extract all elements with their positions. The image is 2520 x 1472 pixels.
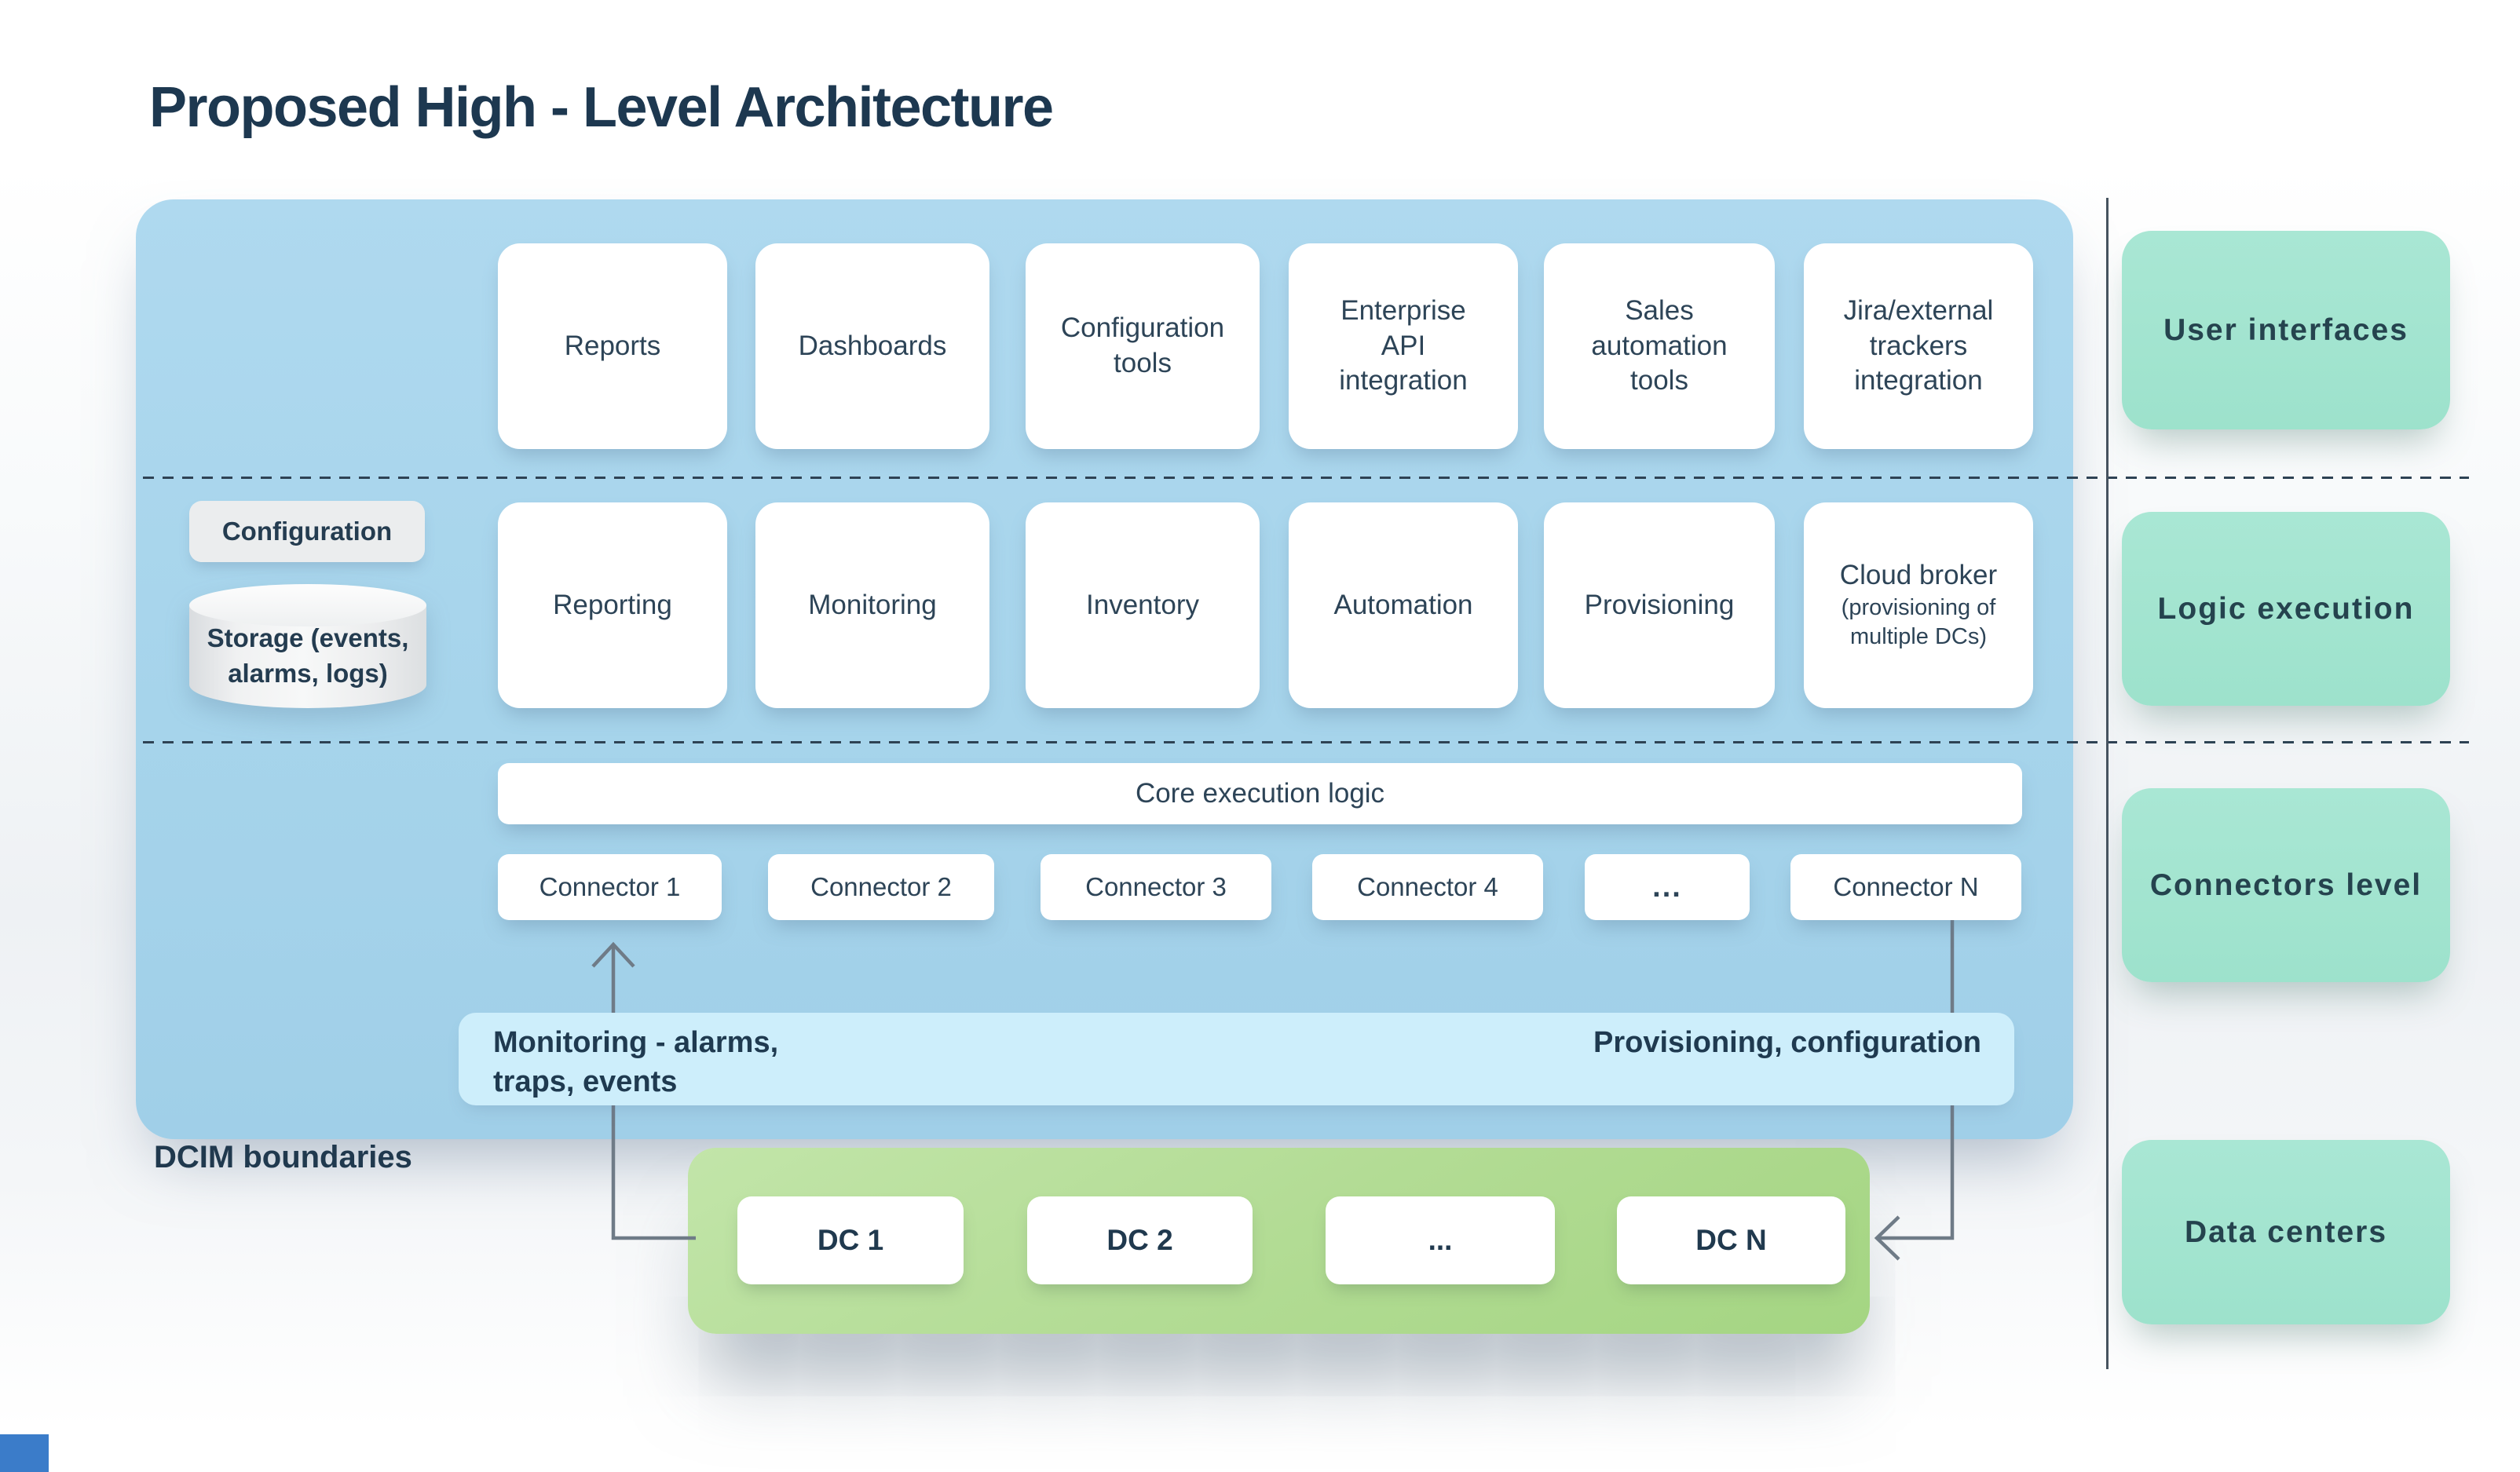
legend-label: User interfaces	[2163, 312, 2408, 347]
logic-box-label: Monitoring	[808, 589, 937, 620]
ui-box-configuration-tools: Configuration tools	[1026, 243, 1260, 449]
cloud-broker-note: (provisioning of multiple DCs)	[1841, 595, 1996, 650]
legend-data-centers: Data centers	[2122, 1140, 2450, 1324]
dc-label: DC 1	[817, 1224, 884, 1256]
connector-3-box: Connector 3	[1041, 854, 1271, 920]
legend-user-interfaces: User interfaces	[2122, 231, 2450, 429]
connector-label: Connector 1	[539, 871, 681, 901]
logic-box-monitoring: Monitoring	[755, 502, 989, 708]
storage-cylinder: Storage (events, alarms, logs)	[189, 584, 426, 708]
logic-box-automation: Automation	[1289, 502, 1518, 708]
monitoring-flow-label: Monitoring - alarms, traps, events	[493, 1026, 779, 1099]
connector-1-box: Connector 1	[498, 854, 722, 920]
dc-1-box: DC 1	[737, 1196, 964, 1284]
legend-label: Connectors level	[2149, 867, 2423, 902]
connector-ellipsis-box: ...	[1585, 854, 1750, 920]
connector-label: Connector 2	[810, 871, 952, 901]
dc-ellipsis-box: ...	[1326, 1196, 1555, 1284]
logic-box-label: Automation	[1333, 589, 1473, 620]
dc-label: DC 2	[1106, 1224, 1173, 1256]
configuration-chip: Configuration	[189, 501, 425, 562]
legend-logic-execution: Logic execution	[2122, 512, 2450, 706]
corner-accent-square	[0, 1434, 49, 1472]
ui-box-jira-trackers: Jira/external trackers integration	[1804, 243, 2033, 449]
storage-cylinder-top	[189, 584, 426, 626]
flow-annotation-bar: Monitoring - alarms, traps, events Provi…	[459, 1013, 2014, 1105]
logic-box-cloud-broker: Cloud broker (provisioning of multiple D…	[1804, 502, 2033, 708]
logic-box-label: Reporting	[553, 589, 672, 620]
ui-box-enterprise-api: Enterprise API integration	[1289, 243, 1518, 449]
connector-4-box: Connector 4	[1312, 854, 1543, 920]
layer-separator-2	[143, 741, 2469, 743]
legend-label: Logic execution	[2157, 591, 2415, 626]
dcim-boundaries-label: DCIM boundaries	[154, 1140, 412, 1174]
legend-connectors-level: Connectors level	[2122, 788, 2450, 982]
configuration-chip-label: Configuration	[221, 517, 393, 546]
legend-divider-line	[2106, 198, 2109, 1369]
logic-box-reporting: Reporting	[498, 502, 727, 708]
legend-label: Data centers	[2184, 1214, 2388, 1249]
storage-label: Storage (events, alarms, logs)	[207, 623, 409, 688]
logic-box-provisioning: Provisioning	[1544, 502, 1775, 708]
ui-box-reports: Reports	[498, 243, 727, 449]
dc-label: ...	[1428, 1224, 1453, 1256]
logic-box-label: Provisioning	[1584, 589, 1735, 620]
connector-label: Connector 4	[1357, 871, 1498, 901]
page-title: Proposed High - Level Architecture	[149, 76, 1054, 139]
ui-box-dashboards: Dashboards	[755, 243, 989, 449]
dc-n-box: DC N	[1617, 1196, 1845, 1284]
dc-2-box: DC 2	[1027, 1196, 1253, 1284]
ui-box-label: Dashboards	[798, 330, 947, 361]
connector-2-box: Connector 2	[768, 854, 994, 920]
ui-box-label: Enterprise API integration	[1339, 294, 1468, 396]
provisioning-arrowhead-icon	[1874, 1215, 1900, 1261]
layer-separator-1	[143, 477, 2469, 479]
core-bar-label: Core execution logic	[1135, 777, 1385, 809]
cloud-broker-title: Cloud broker	[1839, 560, 1998, 591]
dc-label: DC N	[1695, 1224, 1767, 1256]
logic-box-inventory: Inventory	[1026, 502, 1260, 708]
core-execution-logic-bar: Core execution logic	[498, 763, 2022, 824]
ui-box-label: Jira/external trackers integration	[1843, 294, 1994, 396]
logic-box-label: Inventory	[1086, 589, 1199, 620]
provisioning-flow-label: Provisioning, configuration	[1593, 1026, 1981, 1059]
ui-box-label: Sales automation tools	[1591, 294, 1728, 396]
ui-box-label: Reports	[564, 330, 661, 361]
ellipsis-label: ...	[1652, 870, 1682, 904]
ui-box-sales-automation: Sales automation tools	[1544, 243, 1775, 449]
connector-label: Connector N	[1833, 871, 1979, 901]
connector-n-box: Connector N	[1790, 854, 2021, 920]
connector-label: Connector 3	[1085, 871, 1227, 901]
ui-box-label: Configuration tools	[1060, 312, 1225, 378]
